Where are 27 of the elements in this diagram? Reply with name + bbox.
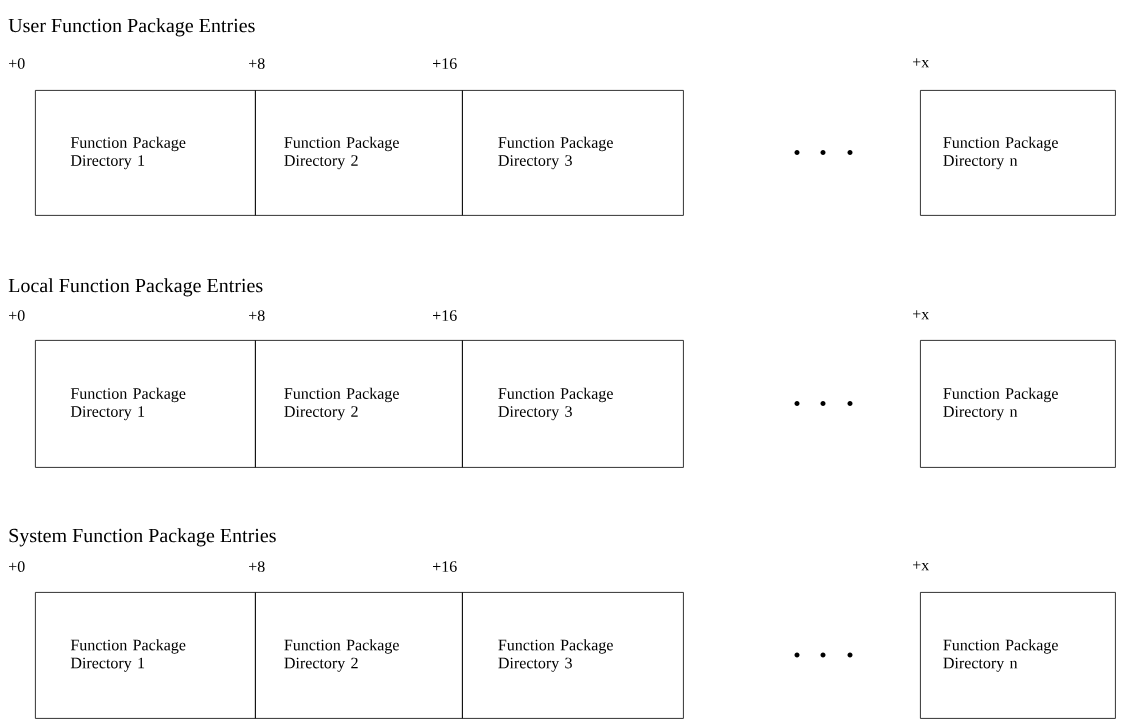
offset-label: +0 xyxy=(9,561,25,572)
section-heading: System Function Package Entries xyxy=(9,528,276,547)
directory-box: Function Package Directory 1 xyxy=(35,340,256,468)
offset-label: +x xyxy=(913,310,930,320)
directory-box: Function Package Directory 3 xyxy=(462,340,684,468)
directory-box: Function Package Directory 3 xyxy=(462,90,684,216)
offset-label: +16 xyxy=(433,561,457,572)
directory-box: Function Package Directory n xyxy=(920,340,1116,468)
directory-box: Function Package Directory n xyxy=(920,90,1116,216)
directory-box: Function Package Directory 2 xyxy=(255,592,463,719)
offset-label: +8 xyxy=(249,561,265,572)
offset-label: +x xyxy=(913,561,930,571)
offset-label: +8 xyxy=(249,58,265,69)
offset-label: +8 xyxy=(249,310,265,321)
offset-label: +16 xyxy=(433,58,457,69)
offset-label: +16 xyxy=(433,310,457,321)
directory-box: Function Package Directory 2 xyxy=(255,340,463,468)
offset-label: +0 xyxy=(9,58,25,69)
offset-label: +x xyxy=(913,58,930,68)
section-heading: Local Function Package Entries xyxy=(8,278,263,297)
directory-box: Function Package Directory 1 xyxy=(35,90,256,216)
directory-box: Function Package Directory n xyxy=(920,592,1116,719)
directory-box: Function Package Directory 2 xyxy=(255,90,463,216)
directory-box: Function Package Directory 3 xyxy=(462,592,684,719)
directory-box: Function Package Directory 1 xyxy=(35,592,256,719)
section-heading: User Function Package Entries xyxy=(8,18,255,37)
offset-label: +0 xyxy=(9,310,25,321)
